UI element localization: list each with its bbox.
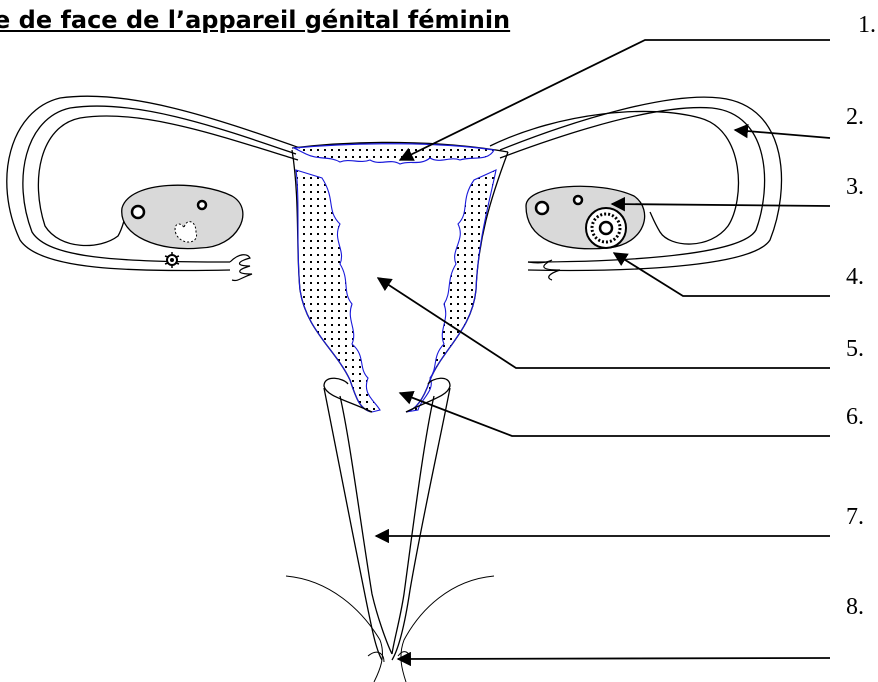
leader-5 [378, 278, 830, 368]
fallopian-tubes [7, 96, 782, 270]
leader-6 [400, 393, 830, 436]
fundus-lining [294, 144, 494, 164]
ovaries [122, 185, 645, 268]
vagina [324, 378, 450, 660]
leader-4 [614, 253, 830, 296]
leader-3 [612, 204, 830, 206]
leader-1 [400, 40, 830, 160]
uterine-lining-left [296, 170, 380, 412]
fimbriae [230, 255, 560, 281]
right-ovary [526, 186, 645, 248]
vulva-lines [286, 576, 494, 682]
mature-follicle-icon [586, 208, 626, 248]
leader-2 [735, 130, 830, 138]
released-ovule-icon [165, 252, 179, 268]
leader-8 [398, 658, 830, 659]
uterine-lining-right [406, 170, 496, 412]
